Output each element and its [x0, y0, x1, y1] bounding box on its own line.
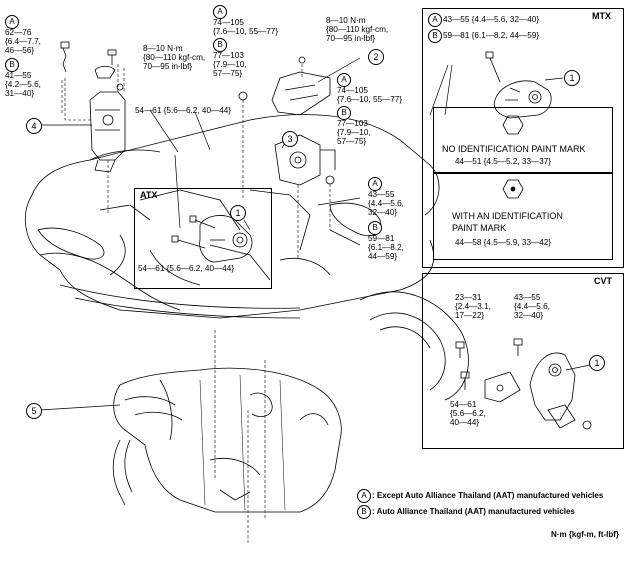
mtx-marker-b: B	[428, 29, 442, 43]
atx-mount-drawing	[171, 215, 253, 263]
spec-54-61-atx: 54—61 {5.6—6.2, 40—44}	[138, 264, 235, 273]
spec-74-top-line2: {7.6—10, 55—77}	[213, 27, 279, 36]
spec-8-10-left-line2: {80—110 kgf-cm,	[143, 53, 206, 62]
spec-74-right-line2: {7.6—10, 55—77}	[337, 95, 403, 104]
callout-1-atx: 1	[230, 205, 246, 221]
legend-b-text: : Auto Alliance Thailand (AAT) manufactu…	[372, 507, 575, 516]
cvt-spec-23-line2: {2.4—3.1,	[455, 302, 491, 311]
cvt-spec-43-line3: 32—40}	[514, 311, 544, 320]
spec-41-55-line1: 41—55	[5, 71, 32, 80]
legend-a-text: : Except Auto Alliance Thailand (AAT) ma…	[372, 491, 604, 500]
cvt-spec-23-line1: 23—31	[455, 293, 482, 302]
spec-41-55-line3: 31—40}	[5, 89, 35, 98]
atx-detail-box	[134, 188, 272, 289]
mark-torque: 44—58 {4.5—5.9, 33—42}	[455, 238, 552, 247]
spec-77-top-line2: {7.9—10,	[213, 60, 247, 69]
spec-62-76-line3: 46—56}	[5, 46, 35, 55]
spec-77-right-line2: {7.9—10,	[337, 128, 371, 137]
spec-43-right-line1: 43—55	[368, 190, 395, 199]
mount-2-3-drawing	[238, 56, 336, 186]
mtx-spec-b: 59—81 {6.1—8.2, 44—59}	[443, 31, 540, 40]
spec-54-61-mid: 54—61 {5.6—6.2, 40—44}	[135, 106, 232, 115]
cvt-spec-43-line1: 43—55	[514, 293, 541, 302]
cvt-spec-54-line3: 40—44}	[450, 418, 480, 427]
mtx-detail-box	[422, 8, 624, 268]
cvt-spec-54-line2: {5.6—6.2,	[450, 409, 486, 418]
paint-mark-bolts	[502, 115, 524, 199]
spec-8-10-left-line3: 70—95 in-lbf}	[143, 62, 193, 71]
marker-b-right-77: B	[337, 106, 351, 120]
cvt-spec-43-line2: {4.4—5.6,	[514, 302, 550, 311]
mark-title-2: PAINT MARK	[452, 223, 507, 233]
callout-3: 3	[282, 131, 298, 147]
spec-43-right-line3: 32—40}	[368, 208, 398, 217]
spec-77-top-line1: 77—103	[213, 51, 244, 60]
no-mark-title: NO IDENTIFICATION PAINT MARK	[442, 144, 586, 154]
spec-77-right-line1: 77—103	[337, 119, 368, 128]
spec-62-76-line2: {6.4—7.7,	[5, 37, 41, 46]
mtx-mount-drawing	[485, 51, 552, 119]
cvt-mount-drawing	[455, 338, 592, 430]
cvt-detail-box	[422, 273, 624, 449]
callout-5: 5	[26, 403, 42, 419]
spec-77-right-line3: 57—75}	[337, 137, 367, 146]
spec-43-right-line2: {4.4—5.6,	[368, 199, 404, 208]
mtx-label: MTX	[592, 11, 611, 21]
marker-b-top: B	[213, 38, 227, 52]
spec-41-55-line2: {4.2—5.6,	[5, 80, 41, 89]
spec-74-top-line1: 74—105	[213, 18, 244, 27]
spec-59-right-line3: 44—59}	[368, 252, 398, 261]
mtx-with-mark-panel	[433, 172, 613, 260]
spec-62-76-line1: 62—76	[5, 28, 32, 37]
mark-title-1: WITH AN IDENTIFICATION	[452, 211, 563, 221]
legend-marker-b: B	[357, 505, 371, 519]
spec-8-10-left-line1: 8—10 N·m	[143, 44, 183, 53]
spec-74-right-line1: 74—105	[337, 86, 368, 95]
callout-1-mtx: 1	[564, 70, 580, 86]
spec-59-right-line2: {6.1—8.2,	[368, 243, 404, 252]
marker-a-top: A	[213, 5, 227, 19]
no-mark-torque: 44—51 {4.5—5.2, 33—37}	[455, 157, 552, 166]
marker-a-tl: A	[5, 15, 19, 29]
marker-b-tl: B	[5, 58, 19, 72]
mtx-marker-a: A	[428, 13, 442, 27]
spec-59-right-line1: 59—81	[368, 234, 395, 243]
cvt-spec-23-line3: 17—22}	[455, 311, 485, 320]
cvt-label: CVT	[594, 276, 612, 286]
atx-label: ATX	[140, 190, 158, 200]
marker-a-right-74: A	[337, 73, 351, 87]
units-note: N·m {kgf-m, ft-lbf}	[551, 530, 619, 539]
spec-8-10-right-line2: {80—110 kgf-cm,	[326, 25, 389, 34]
spec-77-top-line3: 57—75}	[213, 69, 243, 78]
marker-b-right-59: B	[368, 221, 382, 235]
legend-marker-a: A	[357, 489, 371, 503]
callout-1-cvt: 1	[589, 355, 605, 371]
transmission-outline	[112, 367, 342, 513]
mtx-spec-a: 43—55 {4.4—5.6, 32—40}	[443, 15, 540, 24]
mount-4-drawing	[60, 41, 126, 173]
spec-8-10-right-line3: 70—95 in-lbf}	[326, 34, 376, 43]
marker-a-right-43: A	[368, 177, 382, 191]
callout-leaders	[39, 57, 591, 411]
spec-8-10-right-line1: 8—10 N·m	[326, 16, 366, 25]
mtx-no-mark-panel	[433, 107, 613, 174]
dashed-leaders	[61, 62, 381, 545]
callout-4: 4	[26, 118, 42, 134]
cvt-spec-54-line1: 54—61	[450, 400, 477, 409]
callout-2: 2	[368, 49, 384, 65]
